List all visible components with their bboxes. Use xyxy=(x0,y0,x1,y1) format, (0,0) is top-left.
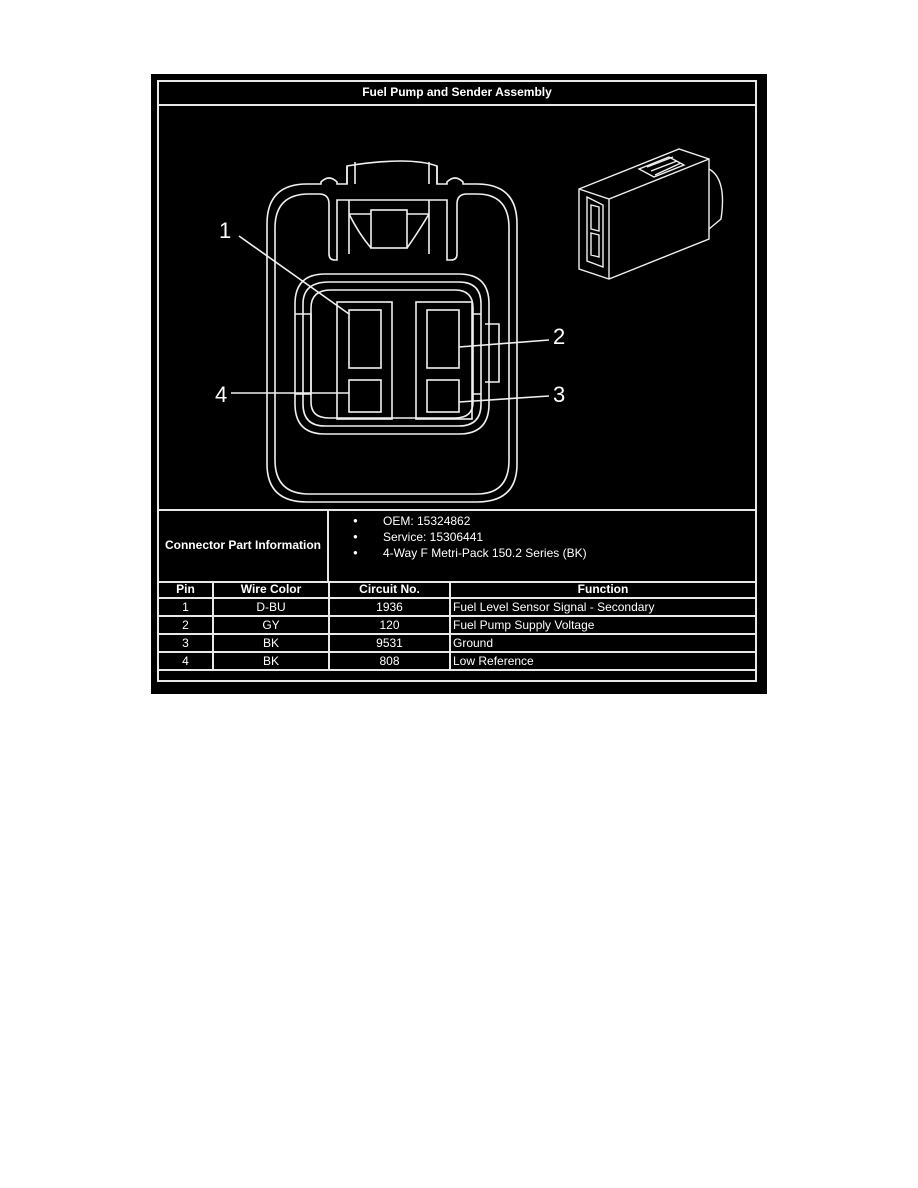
header-pin: Pin xyxy=(159,581,214,599)
callout-3: 3 xyxy=(553,382,566,407)
circuit-cell: 120 xyxy=(328,615,451,635)
table-row: 2 GY 120 Fuel Pump Supply Voltage xyxy=(159,615,755,635)
service-part-number: Service: 15306441 xyxy=(329,529,755,545)
connector-part-info: Connector Part Information OEM: 15324862… xyxy=(159,509,755,583)
table-row: 3 BK 9531 Ground xyxy=(159,633,755,653)
oem-part-number: OEM: 15324862 xyxy=(329,513,755,529)
header-circuit-no: Circuit No. xyxy=(328,581,451,599)
table-row: 1 D-BU 1936 Fuel Level Sensor Signal - S… xyxy=(159,597,755,617)
panel-title: Fuel Pump and Sender Assembly xyxy=(159,82,755,106)
function-cell: Fuel Pump Supply Voltage xyxy=(449,615,755,635)
circuit-cell: 1936 xyxy=(328,597,451,617)
function-cell: Ground xyxy=(449,633,755,653)
table-row: 4 BK 808 Low Reference xyxy=(159,651,755,671)
connector-frame: Fuel Pump and Sender Assembly xyxy=(157,80,757,682)
pinout-table: Pin Wire Color Circuit No. Function 1 D-… xyxy=(159,581,755,671)
wire-color-cell: D-BU xyxy=(212,597,330,617)
wire-color-cell: BK xyxy=(212,651,330,671)
connector-description: 4-Way F Metri-Pack 150.2 Series (BK) xyxy=(329,545,755,561)
table-header-row: Pin Wire Color Circuit No. Function xyxy=(159,581,755,599)
connector-isometric-view-icon xyxy=(578,148,724,280)
pin-cell: 3 xyxy=(159,633,214,653)
connector-panel: Fuel Pump and Sender Assembly xyxy=(151,74,767,694)
function-cell: Low Reference xyxy=(449,651,755,671)
callout-1: 1 xyxy=(219,218,232,243)
connector-face-view-icon xyxy=(231,148,724,503)
connector-info-label: Connector Part Information xyxy=(159,509,329,581)
callout-4: 4 xyxy=(215,382,228,407)
pin-cell: 4 xyxy=(159,651,214,671)
connector-info-list: OEM: 15324862 Service: 15306441 4-Way F … xyxy=(329,509,755,581)
callout-2: 2 xyxy=(553,324,566,349)
header-function: Function xyxy=(449,581,755,599)
circuit-cell: 9531 xyxy=(328,633,451,653)
function-cell: Fuel Level Sensor Signal - Secondary xyxy=(449,597,755,617)
connector-figure: 1 2 3 4 xyxy=(159,104,755,511)
wire-color-cell: GY xyxy=(212,615,330,635)
wire-color-cell: BK xyxy=(212,633,330,653)
circuit-cell: 808 xyxy=(328,651,451,671)
header-wire-color: Wire Color xyxy=(212,581,330,599)
pin-cell: 1 xyxy=(159,597,214,617)
pin-cell: 2 xyxy=(159,615,214,635)
